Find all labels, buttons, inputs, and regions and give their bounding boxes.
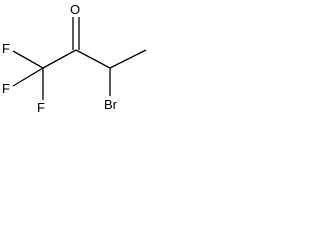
fluorine-label-1: F bbox=[2, 41, 10, 56]
fluorine-label-2: F bbox=[2, 81, 10, 96]
bromine-label: Br bbox=[104, 97, 118, 112]
bond-c-f1 bbox=[12, 50, 44, 69]
atom-labels: O F F F Br bbox=[2, 2, 118, 115]
oxygen-label: O bbox=[70, 2, 80, 17]
fluorine-label-3: F bbox=[37, 100, 45, 115]
bond-cbr-methyl bbox=[109, 49, 147, 69]
molecule-structure: O F F F Br bbox=[2, 2, 147, 115]
bond-c-f2 bbox=[12, 67, 44, 87]
bond-cf3-carbonyl bbox=[42, 49, 77, 69]
bonds bbox=[12, 17, 147, 100]
bond-carbonyl-cbr bbox=[75, 49, 111, 69]
